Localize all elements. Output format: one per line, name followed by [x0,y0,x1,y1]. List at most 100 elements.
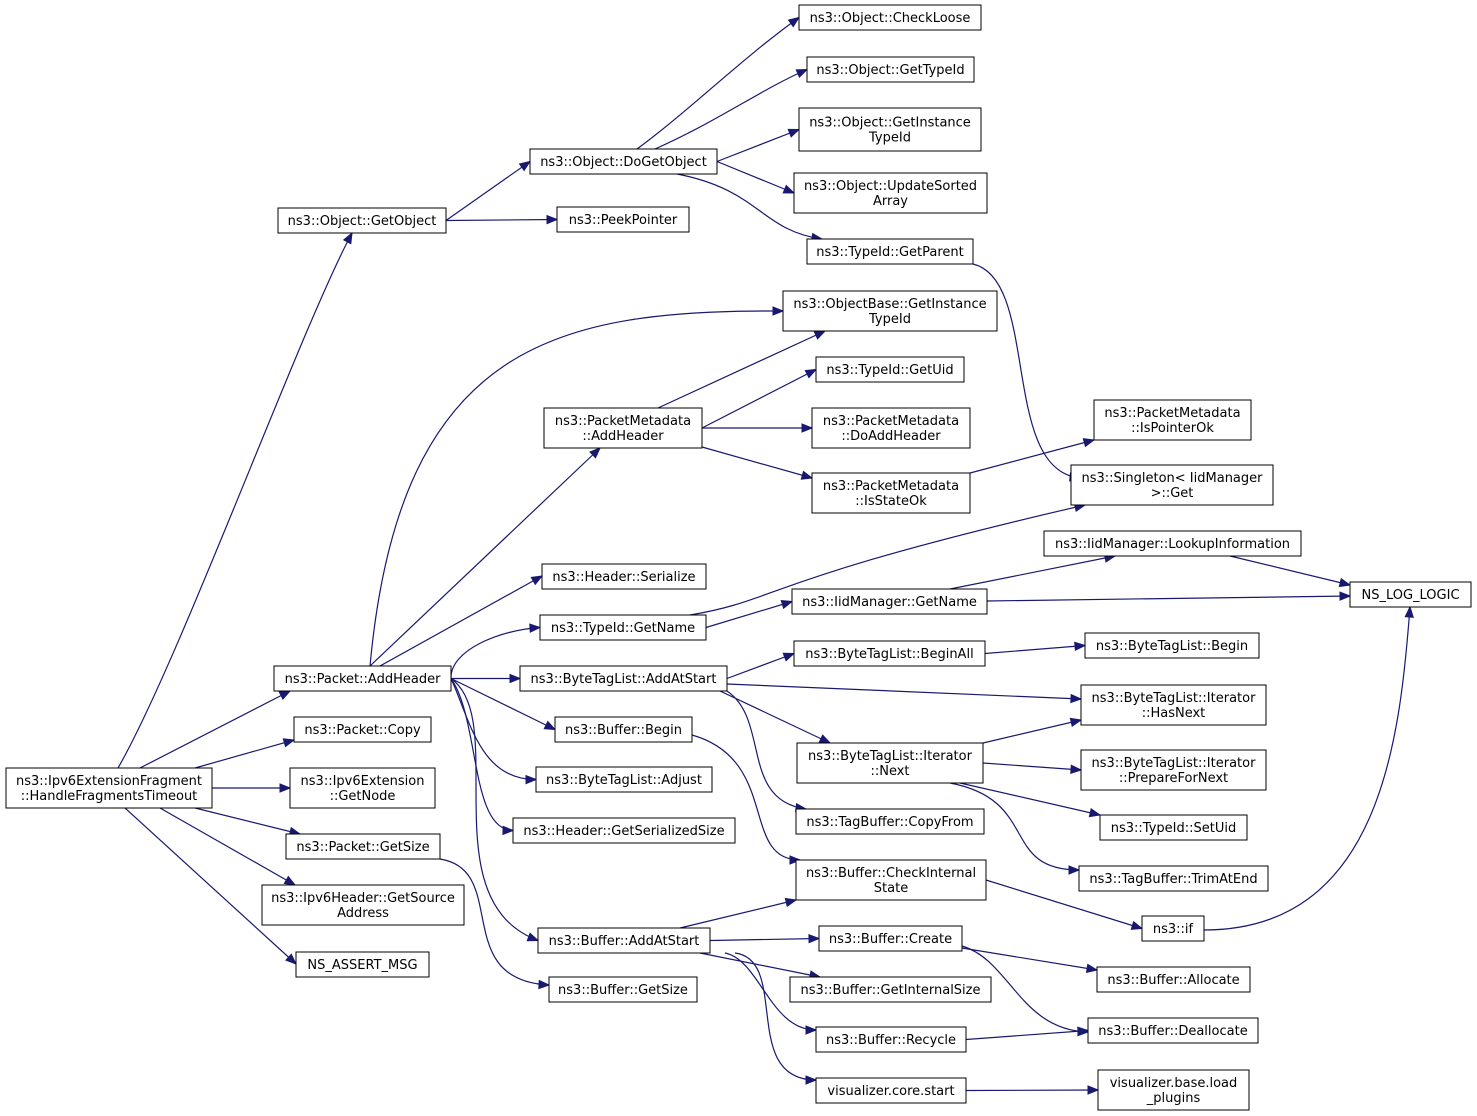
edge-buffer-begin-to-buffer-checkinternalstate [691,734,801,861]
node-buffer-create[interactable]: ns3::Buffer::Create [818,925,963,952]
node-buffer-allocate[interactable]: ns3::Buffer::Allocate [1096,966,1251,993]
node-box [1078,865,1269,892]
node-btl-addatstart[interactable]: ns3::ByteTagList::AddAtStart [519,665,728,692]
node-packet-copy[interactable]: ns3::Packet::Copy [293,716,432,743]
node-label: ns3::Ipv6ExtensionFragment [16,774,202,789]
node-box [791,588,988,615]
node-singleton-get[interactable]: ns3::Singleton< IidManager>::Get [1070,464,1274,506]
edge-buffer-addatstart-to-buffer-getinternalsize [699,952,821,978]
node-tagbuffer-trimatend[interactable]: ns3::TagBuffer::TrimAtEnd [1078,865,1269,892]
node-packet-addheader[interactable]: ns3::Packet::AddHeader [273,665,452,692]
node-pm-isstateok[interactable]: ns3::PacketMetadata::IsStateOk [811,472,971,514]
node-box [811,472,971,514]
node-dogetobject[interactable]: ns3::Object::DoGetObject [529,148,718,175]
node-label: ::AddHeader [582,429,664,444]
node-label: ns3::Singleton< IidManager [1081,471,1263,486]
node-typeid-getname[interactable]: ns3::TypeId::GetName [539,614,707,641]
edge-arrowhead [1077,1026,1090,1036]
node-typeid-setuid[interactable]: ns3::TypeId::SetUid [1099,814,1248,841]
edge-iid-getname-to-lookupinformation [949,555,1116,590]
node-gettypeid[interactable]: ns3::Object::GetTypeId [806,56,975,83]
node-visualizer-core-start[interactable]: visualizer.core.start [815,1077,967,1104]
node-lookupinformation[interactable]: ns3::IidManager::LookupInformation [1043,530,1302,557]
node-label: ns3::Buffer::Deallocate [1098,1024,1247,1039]
edge-arrowhead [529,623,542,633]
node-buffer-addatstart[interactable]: ns3::Buffer::AddAtStart [537,927,711,954]
edge-root-to-getobject [117,232,353,769]
node-header-serialize[interactable]: ns3::Header::Serialize [541,563,707,590]
node-ns-assert-msg[interactable]: NS_ASSERT_MSG [295,951,430,978]
edge-arrowhead [1082,438,1096,448]
node-label: State [874,881,908,896]
node-checkloose[interactable]: ns3::Object::CheckLoose [798,4,982,31]
node-box [789,976,992,1003]
node-label: ns3::Object::CheckLoose [810,11,971,26]
node-label: ::DoAddHeader [841,429,941,444]
node-label: NS_LOG_LOGIC [1361,588,1459,603]
edge-arrowhead [530,575,544,586]
node-label: ::IsStateOk [855,494,927,509]
node-box [806,238,974,265]
node-label: visualizer.base.load [1110,1076,1238,1091]
edge-getobject-to-dogetobject [445,161,531,221]
node-pm-doaddheader[interactable]: ns3::PacketMetadata::DoAddHeader [811,407,971,449]
node-label: NS_ASSERT_MSG [307,958,417,973]
node-ns-log-logic[interactable]: NS_LOG_LOGIC [1349,581,1472,608]
edge-arrowhead [813,330,827,340]
node-buffer-deallocate[interactable]: ns3::Buffer::Deallocate [1087,1017,1259,1044]
node-buffer-recycle[interactable]: ns3::Buffer::Recycle [815,1026,967,1053]
node-buffer-getsize[interactable]: ns3::Buffer::GetSize [548,976,698,1003]
node-getuid[interactable]: ns3::TypeId::GetUid [815,356,965,383]
node-getparent[interactable]: ns3::TypeId::GetParent [806,238,974,265]
edge-buffer-addatstart-to-buffer-checkinternalstate [679,899,797,929]
node-peekpointer[interactable]: ns3::PeekPointer [556,206,690,233]
node-visualizer-base-load-plugins[interactable]: visualizer.base.load_plugins [1097,1069,1250,1111]
node-pm-addheader[interactable]: ns3::PacketMetadata::AddHeader [543,407,703,449]
node-label: ns3::ByteTagList::Iterator [808,749,973,764]
node-btl-begin[interactable]: ns3::ByteTagList::Begin [1084,632,1260,659]
edge-arrowhead [787,16,801,28]
node-buffer-begin[interactable]: ns3::Buffer::Begin [554,716,693,743]
edge-arrowhead [1085,963,1099,973]
node-box [519,665,728,692]
edge-arrowhead [538,979,551,990]
node-label: ns3::IidManager::GetName [802,595,977,610]
node-iid-getname[interactable]: ns3::IidManager::GetName [791,588,988,615]
node-label: ns3::Buffer::GetInternalSize [801,983,981,998]
node-buffer-getinternalsize[interactable]: ns3::Buffer::GetInternalSize [789,976,992,1003]
node-box [795,808,985,835]
node-btl-it-preparefornext[interactable]: ns3::ByteTagList::Iterator::PrepareForNe… [1080,749,1267,791]
node-ipv6ext-getnode[interactable]: ns3::Ipv6Extension::GetNode [289,767,436,809]
node-box [815,1026,967,1053]
node-label: ns3::TagBuffer::TrimAtEnd [1089,872,1257,887]
node-label: ns3::Ipv6Header::GetSource [271,891,455,906]
node-btl-adjust[interactable]: ns3::ByteTagList::Adjust [535,766,713,793]
edge-arrowhead [1069,717,1083,728]
nodes-layer: ns3::Ipv6ExtensionFragment::HandleFragme… [5,4,1472,1111]
node-btl-it-hasnext[interactable]: ns3::ByteTagList::Iterator::HasNext [1080,684,1267,726]
edge-arrowhead [589,447,601,459]
node-tagbuffer-copyfrom[interactable]: ns3::TagBuffer::CopyFrom [795,808,985,835]
node-box [793,172,988,214]
node-getobject[interactable]: ns3::Object::GetObject [277,207,447,234]
node-packet-getsize[interactable]: ns3::Packet::GetSize [285,833,441,860]
node-ns3-if[interactable]: ns3::if [1141,915,1205,942]
node-root[interactable]: ns3::Ipv6ExtensionFragment::HandleFragme… [5,767,213,809]
node-box [1349,581,1472,608]
node-box [295,951,430,978]
node-box [293,716,432,743]
edge-getobject-to-peekpointer [445,218,558,222]
node-header-getserializedsize[interactable]: ns3::Header::GetSerializedSize [512,817,736,844]
node-btl-it-next[interactable]: ns3::ByteTagList::Iterator::Next [796,742,984,784]
edge-arrowhead [782,184,796,194]
node-pm-ispointerok[interactable]: ns3::PacketMetadata::IsPointerOk [1093,399,1252,441]
node-btl-beginall[interactable]: ns3::ByteTagList::BeginAll [793,640,986,667]
node-label: ::HandleFragmentsTimeout [21,789,198,804]
edge-arrowhead [805,1075,818,1085]
node-box [1141,915,1205,942]
